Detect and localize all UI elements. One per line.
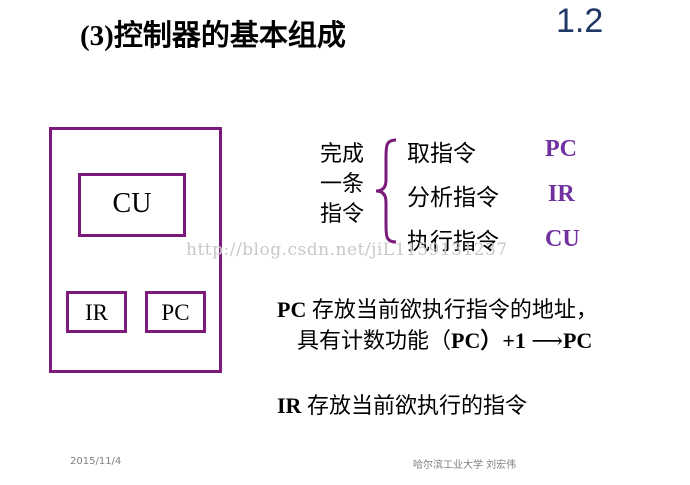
- register-pc: PC: [545, 136, 577, 162]
- step-decode: 分析指令: [407, 185, 499, 211]
- register-cu: CU: [545, 226, 580, 252]
- pc-note-desc: 存放当前欲执行指令的地址，: [311, 297, 598, 322]
- cu-box: CU: [78, 173, 186, 237]
- slide-title: (3)控制器的基本组成: [80, 20, 346, 52]
- pc-note-reg: PC: [277, 297, 307, 322]
- pc-note-desc2: 具有计数功能（: [297, 328, 452, 353]
- watermark-text: http://blog.csdn.net/jiL1159131237: [186, 240, 508, 260]
- group-label-line1: 完成: [320, 142, 365, 167]
- step-fetch: 取指令: [407, 141, 476, 167]
- pc-label: PC: [161, 300, 190, 325]
- pc-note-reg3: PC: [562, 328, 593, 353]
- pc-note-line2: 具有计数功能（PC）+1 ⟶PC: [297, 323, 592, 355]
- pc-note-plus-one: ）+1: [480, 328, 526, 353]
- controller-outer-box: [49, 127, 222, 373]
- pc-box: PC: [145, 291, 206, 333]
- register-ir: IR: [548, 181, 575, 207]
- group-label-line3: 指令: [320, 202, 365, 227]
- curly-brace-icon: [375, 138, 397, 244]
- pc-note-reg2: PC: [451, 328, 481, 353]
- footer-author: 哈尔滨工业大学 刘宏伟: [413, 460, 517, 471]
- ir-note-reg: IR: [277, 393, 302, 418]
- cu-label: CU: [112, 188, 152, 219]
- ir-box: IR: [66, 291, 127, 333]
- pc-note-line1: PC 存放当前欲执行指令的地址，: [277, 292, 598, 324]
- slide-number: 1.2: [556, 2, 604, 40]
- ir-note-line: IR 存放当前欲执行的指令: [277, 388, 527, 420]
- group-label-line2: 一条: [320, 172, 365, 197]
- footer-date: 2015/11/4: [70, 456, 122, 467]
- step-execute: 执行指令: [407, 229, 499, 255]
- ir-label: IR: [85, 300, 108, 325]
- pc-note-arrow-icon: ⟶: [531, 328, 563, 353]
- ir-note-desc: 存放当前欲执行的指令: [306, 393, 527, 418]
